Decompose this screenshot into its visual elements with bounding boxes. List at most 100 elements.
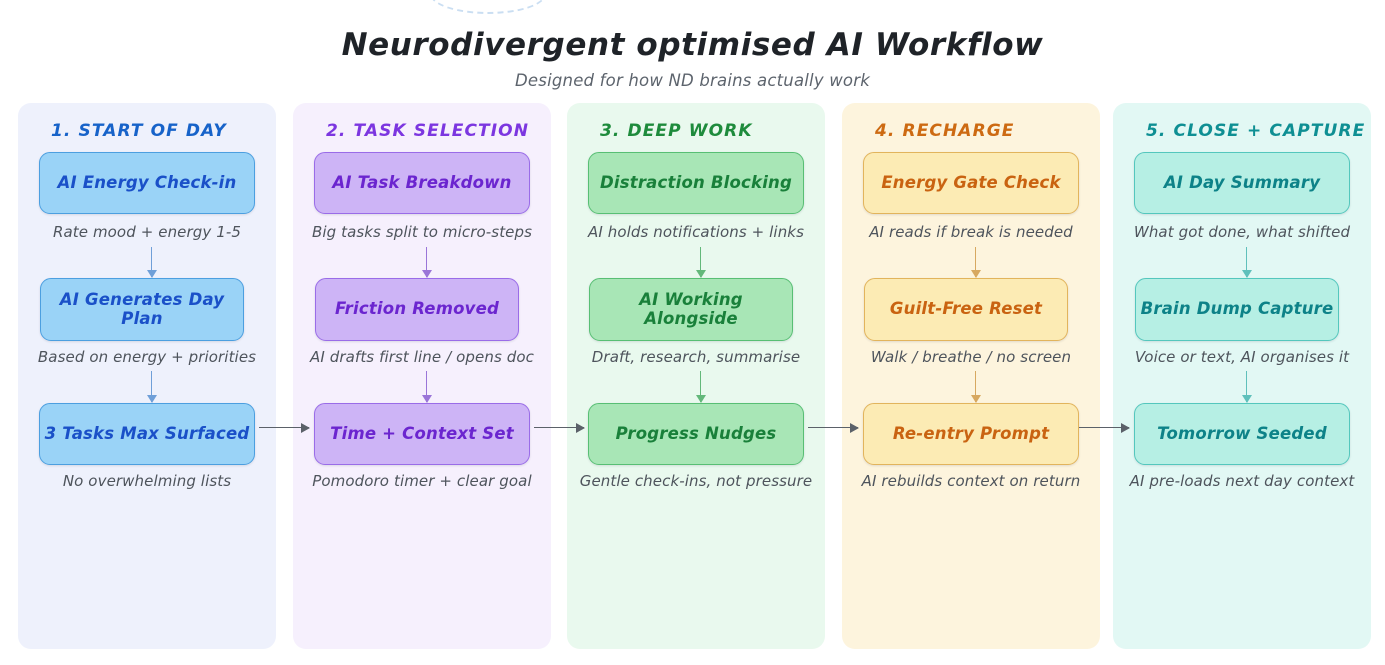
node-caption: Pomodoro timer + clear goal [312,472,532,490]
arrow-head-icon [971,270,981,278]
arrow-head-icon [422,395,432,403]
flow-arrow-down [421,247,433,278]
node-caption: AI reads if break is needed [869,223,1073,241]
arrow-head-icon [1242,395,1252,403]
arrow-shaft [426,371,428,402]
node-caption: Based on energy + priorities [37,348,257,366]
arrow-head-icon [696,395,706,403]
node-distraction-blocking[interactable]: Distraction Blocking [588,152,804,214]
node-ai-task-breakdown[interactable]: AI Task Breakdown [314,152,530,214]
node-tomorrow-seeded[interactable]: Tomorrow Seeded [1134,403,1350,465]
arrow-shaft [975,247,977,277]
arrow-head-icon [301,423,310,433]
arrow-head-icon [147,270,157,278]
arrow-head-icon [147,395,157,403]
arrow-shaft [808,427,858,429]
flow-arrow-down [1241,247,1253,278]
node-ai-generates-day-plan[interactable]: AI Generates Day Plan [40,278,244,341]
page-subtitle: Designed for how ND brains actually work [515,71,870,91]
node-caption: No overwhelming lists [62,472,232,490]
node-time-context-set[interactable]: Time + Context Set [314,403,530,465]
node-caption: Rate mood + energy 1-5 [52,223,242,241]
flow-arrow-down [970,371,982,403]
stage-connector-1-to-2 [259,423,310,433]
arrow-head-icon [1121,423,1130,433]
stage-column-close-capture[interactable]: 5. CLOSE + CAPTURE AI Day Summary What g… [1113,103,1371,649]
node-caption: Draft, research, summarise [591,348,801,366]
workflow-board: 1. START OF DAY AI Energy Check-in Rate … [0,103,1385,649]
arrow-head-icon [696,270,706,278]
arrow-shaft [259,427,309,429]
node-re-entry-prompt[interactable]: Re-entry Prompt [863,403,1079,465]
stage-title: 1. START OF DAY [51,121,227,141]
node-label: Guilt-Free Reset [889,299,1043,319]
node-caption: What got done, what shifted [1133,223,1351,241]
arrow-shaft [151,247,153,277]
node-label: 3 Tasks Max Surfaced [44,423,250,443]
stage-title: 3. DEEP WORK [600,121,753,141]
arrow-head-icon [850,423,859,433]
node-caption: AI holds notifications + links [587,223,805,241]
flow-arrow-down [1241,371,1253,403]
page-title: Neurodivergent optimised AI Workflow [341,27,1044,63]
flow-arrow-down [146,371,158,403]
node-3-tasks-max-surfaced[interactable]: 3 Tasks Max Surfaced [39,403,255,465]
node-progress-nudges[interactable]: Progress Nudges [588,403,804,465]
node-caption: AI rebuilds context on return [861,472,1081,490]
node-friction-removed[interactable]: Friction Removed [315,278,519,341]
node-ai-energy-check-in[interactable]: AI Energy Check-in [39,152,255,214]
arrow-head-icon [971,395,981,403]
node-label: Time + Context Set [330,423,514,443]
arrow-shaft [426,247,428,277]
node-energy-gate-check[interactable]: Energy Gate Check [863,152,1079,214]
stage-column-recharge[interactable]: 4. RECHARGE Energy Gate Check AI reads i… [842,103,1100,649]
arrow-head-icon [422,270,432,278]
stage-title: 2. TASK SELECTION [326,121,530,141]
stage-column-deep-work[interactable]: 3. DEEP WORK Distraction Blocking AI hol… [567,103,825,649]
node-ai-day-summary[interactable]: AI Day Summary [1134,152,1350,214]
node-label: AI Working Alongside [639,289,743,328]
arrow-shaft [1246,371,1248,402]
node-label: AI Energy Check-in [57,172,237,192]
node-label: Progress Nudges [615,423,777,443]
diagram-header: Neurodivergent optimised AI Workflow Des… [0,28,1385,90]
node-label: AI Generates Day Plan [59,289,225,328]
node-label: Tomorrow Seeded [1157,423,1327,443]
arrow-shaft [151,371,153,402]
arrow-shaft [700,247,702,277]
node-label: Brain Dump Capture [1140,299,1334,319]
node-label: Distraction Blocking [599,172,793,192]
stage-column-start-of-day[interactable]: 1. START OF DAY AI Energy Check-in Rate … [18,103,276,649]
arrow-shaft [1079,427,1129,429]
node-label: Friction Removed [335,299,499,319]
stage-connector-3-to-4 [808,423,859,433]
node-label: Re-entry Prompt [892,423,1050,443]
flow-arrow-down [421,371,433,403]
flow-arrow-down [695,247,707,278]
flow-arrow-down [970,247,982,278]
stage-connector-2-to-3 [534,423,585,433]
node-label: AI Day Summary [1163,172,1321,192]
node-caption: Walk / breathe / no screen [870,348,1072,366]
node-caption: AI pre-loads next day context [1129,472,1355,490]
node-label: Energy Gate Check [881,172,1061,192]
stage-connector-4-to-5 [1079,423,1130,433]
arrow-head-icon [576,423,585,433]
arrow-shaft [975,371,977,402]
arrow-head-icon [1242,270,1252,278]
stage-column-task-selection[interactable]: 2. TASK SELECTION AI Task Breakdown Big … [293,103,551,649]
node-caption: Gentle check-ins, not pressure [579,472,813,490]
arrow-shaft [1246,247,1248,277]
arrow-shaft [700,371,702,402]
decorative-dashed-arc [430,0,546,14]
node-label: AI Task Breakdown [332,172,512,192]
node-caption: AI drafts first line / opens doc [310,348,534,366]
stage-title: 4. RECHARGE [875,121,1015,141]
flow-arrow-down [146,247,158,278]
flow-arrow-down [695,371,707,403]
node-ai-working-alongside[interactable]: AI Working Alongside [589,278,793,341]
node-guilt-free-reset[interactable]: Guilt-Free Reset [864,278,1068,341]
node-brain-dump-capture[interactable]: Brain Dump Capture [1135,278,1339,341]
node-caption: Voice or text, AI organises it [1134,348,1350,366]
node-caption: Big tasks split to micro-steps [311,223,533,241]
